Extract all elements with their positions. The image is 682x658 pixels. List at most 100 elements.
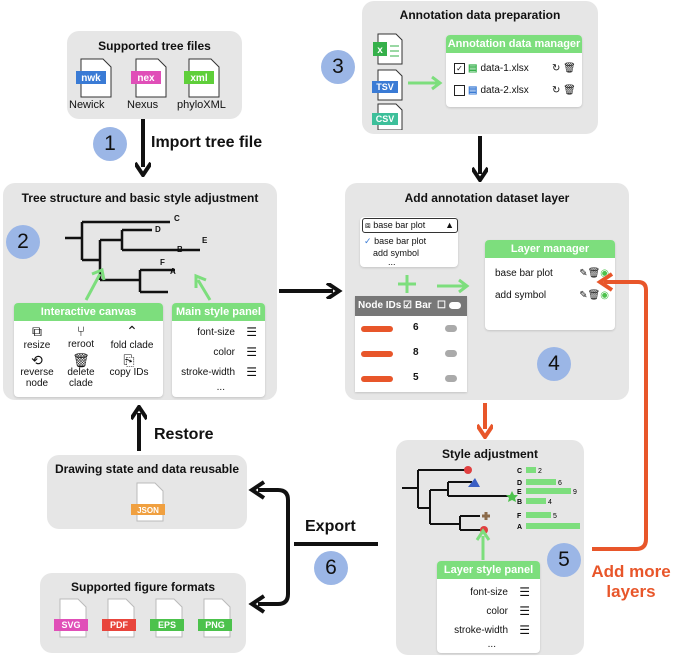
tool-copy-ids[interactable]: ⎘copy IDs xyxy=(108,353,150,378)
layer-style-stroke-width: stroke-width xyxy=(454,625,508,636)
layer-row-2[interactable]: add symbol ✎🗑◉ xyxy=(495,290,611,301)
eye-icon[interactable]: ◉ xyxy=(600,290,609,301)
dataset-table: Node IDs ☑ Bar ☐ 6 8 5 xyxy=(355,296,467,392)
checked-checkbox-icon[interactable]: ☑ xyxy=(403,300,412,311)
toggle-icon[interactable] xyxy=(445,350,457,357)
step-3-badge: 3 xyxy=(321,50,355,84)
dropdown-option-1[interactable]: ✓ base bar plot xyxy=(364,236,426,247)
eye-icon[interactable]: ◉ xyxy=(600,268,609,279)
tree-leaf-d: D xyxy=(155,225,161,234)
png-file-icon: PNG xyxy=(198,598,232,638)
data-file-row-1[interactable]: ✓ ▤ data-1.xlsx xyxy=(454,63,529,74)
bar-value-label: 6 xyxy=(558,480,562,487)
styled-leaf-label: A xyxy=(517,524,522,531)
toggle-icon[interactable] xyxy=(445,325,457,332)
trash-icon[interactable]: 🗑 xyxy=(563,85,576,96)
toggle-icon[interactable] xyxy=(445,375,457,382)
slider-icon[interactable]: ☰ xyxy=(519,623,530,637)
refresh-icon[interactable]: ↻ xyxy=(552,63,561,74)
tree-diagram: C D E B F A xyxy=(65,214,208,294)
svg-text:nwk: nwk xyxy=(81,73,101,84)
add-layer-title: Add annotation dataset layer xyxy=(404,191,570,205)
svg-text:PDF: PDF xyxy=(110,620,129,630)
nexus-label: Nexus xyxy=(127,99,159,111)
trash-icon[interactable]: 🗑 xyxy=(563,63,576,74)
tool-resize[interactable]: ⧉resize xyxy=(17,323,57,351)
eps-file-icon: EPS xyxy=(150,598,184,638)
prep-down-arrow xyxy=(472,136,488,182)
fold-clade-label: fold clade xyxy=(110,340,154,351)
unchecked-checkbox-icon[interactable] xyxy=(454,85,465,96)
data-file-row-2[interactable]: ▤ data-2.xlsx xyxy=(454,85,529,96)
main-style-panel-title: Main style panel xyxy=(172,303,265,321)
slider-icon[interactable]: ☰ xyxy=(246,345,257,359)
bar-mark xyxy=(526,523,580,529)
add-more-layers-label: Add more layers xyxy=(591,562,671,601)
annotation-manager-title: Annotation data manager xyxy=(446,35,582,53)
svg-text:x: x xyxy=(377,45,383,56)
tool-delete-clade[interactable]: 🗑delete clade xyxy=(60,353,102,389)
import-tree-file-label: Import tree file xyxy=(151,134,263,151)
reverse-node-label: reverse node xyxy=(20,367,54,389)
option-1-label: base bar plot xyxy=(374,236,427,246)
row-value-3: 5 xyxy=(413,372,419,383)
main-style-panel: Main style panel font-size color stroke-… xyxy=(172,303,265,397)
tool-reroot[interactable]: ⑂reroot xyxy=(61,323,101,350)
layer-to-style-arrow xyxy=(477,403,493,439)
reroot-icon: ⑂ xyxy=(76,323,86,339)
import-data-arrow xyxy=(408,75,443,91)
figure-formats-title: Supported figure formats xyxy=(70,580,215,594)
layer-actions-icons[interactable]: ✎🗑◉ xyxy=(579,268,609,279)
svg-file-icon: SVG xyxy=(54,598,88,638)
refresh-icon[interactable]: ↻ xyxy=(552,85,561,96)
row-value-1: 6 xyxy=(413,322,419,333)
tree-to-layer-arrow xyxy=(279,283,343,299)
layer-actions-icons[interactable]: ✎🗑◉ xyxy=(579,290,609,301)
dropdown-select[interactable]: ⧈ base bar plot ▲ xyxy=(362,218,458,233)
bar-swatch xyxy=(361,376,393,382)
triangle-symbol xyxy=(468,478,480,487)
styled-leaf-label: F xyxy=(517,513,522,520)
row-value-2: 8 xyxy=(413,347,419,358)
tree-leaf-c: C xyxy=(174,214,180,223)
annotation-prep-title: Annotation data preparation xyxy=(399,8,561,22)
slider-icon[interactable]: ☰ xyxy=(246,325,257,339)
check-icon: ✓ xyxy=(364,236,372,246)
step-5-badge: 5 xyxy=(547,543,581,577)
tool-fold-clade[interactable]: ⌃fold clade xyxy=(104,323,160,351)
styled-leaf-label: D xyxy=(517,480,522,487)
svg-text:CSV: CSV xyxy=(376,114,395,124)
toggle-icon[interactable] xyxy=(449,302,461,309)
bar-layer: C2D6E9B4F5A11 xyxy=(517,467,580,531)
xml-file-icon: xml xyxy=(184,58,220,98)
header-node-ids: Node IDs xyxy=(358,300,402,311)
svg-text:EPS: EPS xyxy=(158,620,176,630)
layer-row-1[interactable]: base bar plot ✎🗑◉ xyxy=(495,268,611,279)
tree-file-icons: nwk nex xml xyxy=(76,58,220,98)
plus-symbol xyxy=(482,512,490,520)
dropdown-option-2[interactable]: add symbol xyxy=(373,248,420,258)
annotation-data-manager: Annotation data manager ✓ ▤ data-1.xlsx … xyxy=(446,35,582,107)
bar-mark xyxy=(526,498,546,504)
checked-checkbox-icon[interactable]: ✓ xyxy=(454,63,465,74)
slider-icon[interactable]: ☰ xyxy=(519,585,530,599)
layer-1-label: base bar plot xyxy=(495,268,553,279)
tool-reverse-node[interactable]: ⟲reverse node xyxy=(14,353,60,389)
svg-text:nex: nex xyxy=(137,73,155,84)
slider-icon[interactable]: ☰ xyxy=(246,365,257,379)
figure-format-icons: SVG PDF EPS PNG xyxy=(54,598,232,638)
interactive-canvas-title: Interactive canvas xyxy=(14,303,163,321)
slider-icon[interactable]: ☰ xyxy=(519,604,530,618)
tsv-file-icon: TSV xyxy=(372,69,403,101)
annotated-tree: C2D6E9B4F5A11 xyxy=(402,466,580,534)
tree-leaf-a: A xyxy=(170,267,176,276)
layer-type-dropdown[interactable]: ⧈ base bar plot ▲ ✓ base bar plot add sy… xyxy=(360,217,458,267)
unchecked-checkbox-icon[interactable]: ☐ xyxy=(437,300,446,311)
tree-leaf-f: F xyxy=(160,258,165,267)
layers-icon: ⧈ xyxy=(365,220,371,230)
bar-mark xyxy=(526,467,536,473)
excel-small-icon: ▤ xyxy=(468,63,478,74)
table-header: Node IDs ☑ Bar ☐ xyxy=(355,296,467,316)
layer-style-color: color xyxy=(486,606,508,617)
bar-swatch xyxy=(361,351,393,357)
